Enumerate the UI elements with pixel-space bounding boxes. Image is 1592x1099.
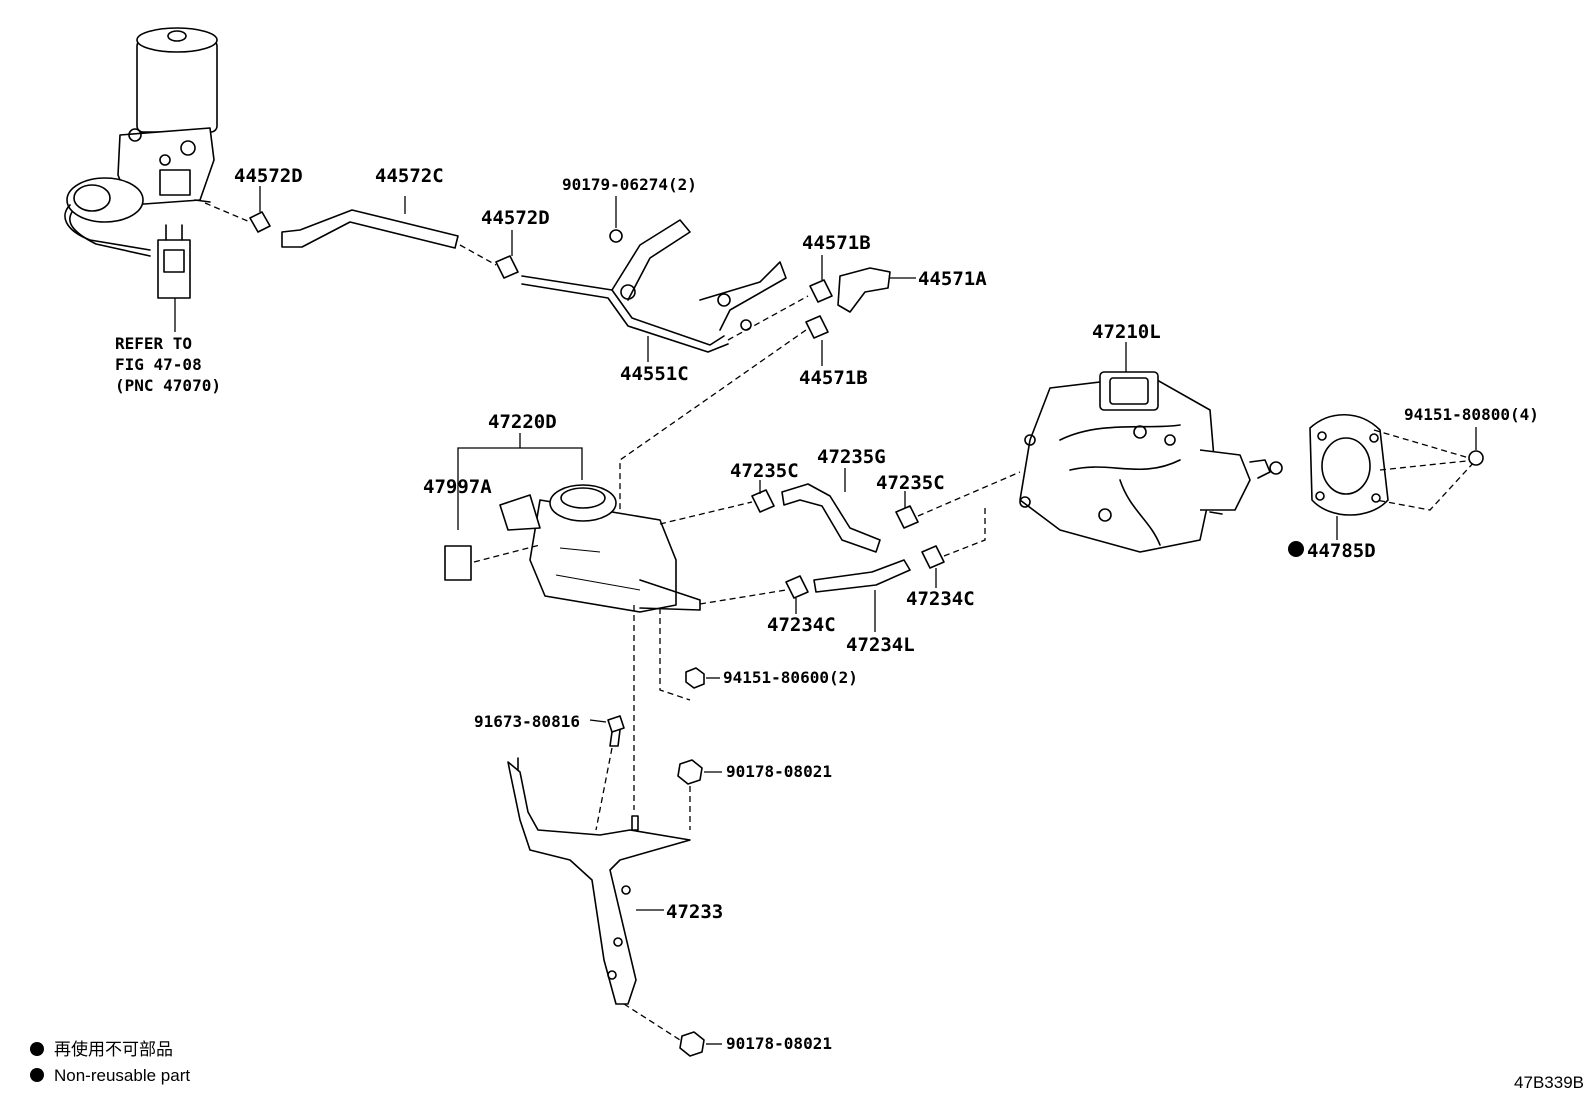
legend-bullet-1 (30, 1042, 44, 1056)
label-44571B-a: 44571B (802, 232, 871, 254)
pump-motor-assembly (64, 27, 218, 299)
clamp-47235C-a (751, 489, 775, 513)
label-90179-06274: 90179-06274(2) (562, 175, 697, 194)
clamp-47234C-a (785, 575, 809, 599)
clamp-47234C-b (921, 545, 945, 569)
refer-text-line3: (PNC 47070) (115, 376, 221, 395)
label-44571A: 44571A (918, 268, 987, 290)
label-47235C-a: 47235C (730, 460, 799, 482)
label-44551C: 44551C (620, 363, 689, 385)
label-47997A: 47997A (423, 476, 492, 498)
label-94151-80800: 94151-80800(4) (1404, 405, 1539, 424)
legend-line-english: Non-reusable part (54, 1066, 190, 1085)
clamp-47235C-b (895, 505, 919, 529)
hose-47235G (781, 483, 881, 553)
label-47997A (444, 545, 472, 581)
label-47234C-a: 47234C (767, 614, 836, 636)
clamp-44572D-b (495, 255, 519, 279)
label-91673-80816: 91673-80816 (474, 712, 580, 731)
label-44572C: 44572C (375, 165, 444, 187)
label-47235C-b: 47235C (876, 472, 945, 494)
clamp-44572D-a (249, 211, 271, 233)
label-47210L: 47210L (1092, 321, 1161, 343)
label-44571B-b: 44571B (799, 367, 868, 389)
refer-text-line1: REFER TO (115, 334, 192, 353)
label-47234L: 47234L (846, 634, 915, 656)
legend-bullet-2 (30, 1068, 44, 1082)
legend-line-japanese: 再使用不可部品 (54, 1039, 173, 1059)
label-44572D-a: 44572D (234, 165, 303, 187)
label-90178-08021-a: 90178-08021 (726, 762, 832, 781)
label-47233: 47233 (666, 901, 723, 923)
nut-90178-08021-a (677, 759, 703, 785)
refer-text-line2: FIG 47-08 (115, 355, 202, 374)
label-47220D: 47220D (488, 411, 557, 433)
nut-94151-80600 (685, 667, 705, 689)
nut-90178-08021-b (679, 1031, 705, 1057)
clamp-44571B-a (809, 279, 833, 303)
hose-44571A (837, 267, 891, 313)
label-47235G: 47235G (817, 446, 886, 468)
reservoir-47220D (499, 484, 701, 613)
brake-booster-47210L (1019, 371, 1283, 553)
pipe-44551C (521, 219, 787, 353)
nut-94151-80800 (1468, 450, 1484, 466)
gasket-44785D (1309, 413, 1389, 516)
label-44572D-b: 44572D (481, 207, 550, 229)
hose-47234L (813, 559, 911, 593)
figure-code: 47B339B (1514, 1073, 1584, 1092)
clamp-44571B-b (805, 315, 829, 339)
bracket-47233 (507, 757, 691, 1005)
bolt-91673-80816 (607, 715, 625, 747)
label-94151-80600: 94151-80600(2) (723, 668, 858, 687)
hose-44572C (281, 209, 459, 249)
label-90178-08021-b: 90178-08021 (726, 1034, 832, 1053)
label-47234C-b: 47234C (906, 588, 975, 610)
non-reusable-marker (1288, 541, 1304, 557)
label-44785D: 44785D (1307, 540, 1376, 562)
